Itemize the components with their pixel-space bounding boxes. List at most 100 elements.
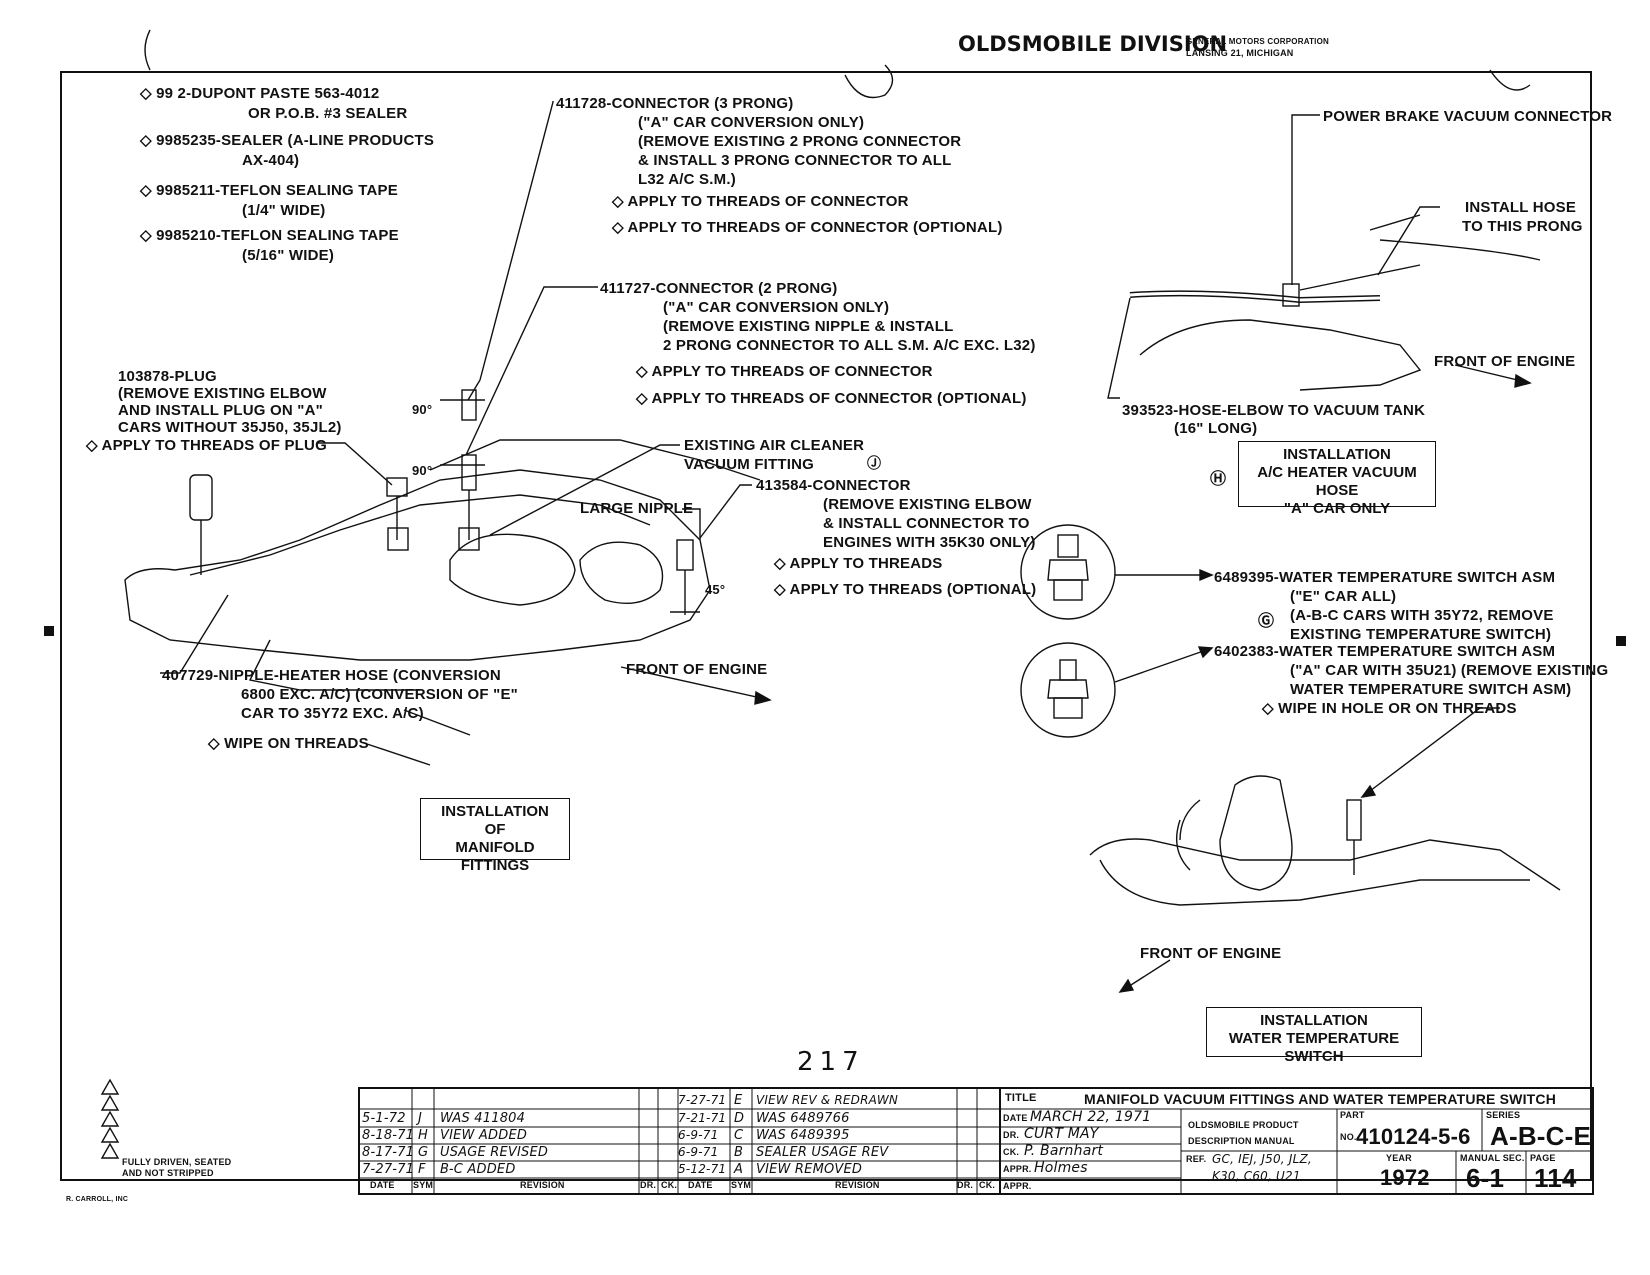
leader-wipe-threads	[366, 743, 431, 766]
callout-existing-air-l1: EXISTING AIR CLEANER	[684, 437, 865, 454]
connector-nut	[458, 527, 480, 551]
plug-fitting	[189, 474, 213, 521]
ref-line-1: GC, IEJ, J50, JLZ,	[1212, 1152, 1312, 1166]
leader-393523	[1107, 297, 1131, 399]
rev-left-sym-j: J	[418, 1111, 423, 1126]
rev-left-text-j: WAS 411804	[440, 1111, 526, 1126]
callout-393523-l1: (16" LONG)	[1174, 420, 1258, 437]
callout-6402383-s: ◇ WIPE IN HOLE OR ON THREADS	[1262, 700, 1517, 717]
callout-411728-l1: ("A" CAR CONVERSION ONLY)	[638, 114, 865, 131]
rev-right-date-e: 7-27-71	[678, 1093, 727, 1107]
callout-103878-h: ◇ APPLY TO THREADS OF PLUG	[86, 437, 327, 454]
switch-circle-6489395	[1020, 524, 1116, 620]
title-block	[999, 1087, 1594, 1195]
series-value: A-B-C-E	[1490, 1121, 1592, 1151]
leader-413584	[699, 484, 752, 539]
callout-411727-e: ◇ APPLY TO THREADS OF CONNECTOR	[636, 363, 933, 380]
year-value: 1972	[1380, 1165, 1430, 1190]
arrowhead-wipe-hole	[1360, 784, 1377, 798]
engine-front-outline	[1089, 838, 1561, 906]
part-number: 410124-5-6	[1356, 1124, 1471, 1149]
callout-103878-title: 103878-PLUG	[118, 368, 217, 385]
rev-right-sym-e: E	[734, 1093, 743, 1108]
callout-6489395-title: 6489395-WATER TEMPERATURE SWITCH ASM	[1214, 569, 1556, 586]
series-label: SERIES	[1486, 1110, 1521, 1120]
callout-6402383-title: 6402383-WATER TEMPERATURE SWITCH ASM	[1214, 643, 1556, 660]
switch-6402383-tip	[1059, 659, 1077, 681]
rev-left-sym-g: G	[418, 1145, 429, 1160]
manifold-right-outline	[1139, 214, 1541, 391]
rev-right-text-e: VIEW REV & REDRAWN	[756, 1093, 899, 1107]
callout-411727-l2: (REMOVE EXISTING NIPPLE & INSTALL	[663, 318, 954, 335]
part-no-label: NO.	[1340, 1132, 1357, 1142]
callout-6402383-l1: ("A" CAR WITH 35U21) (REMOVE EXISTING	[1290, 662, 1609, 679]
rev-left-date-f: 7-27-71	[362, 1162, 415, 1177]
title-label: TITLE	[1005, 1092, 1037, 1104]
callout-103878-l3: CARS WITHOUT 35J50, 35JL2)	[118, 419, 342, 436]
legend-item-e: ◇ 99 2-DUPONT PASTE 563-4012	[140, 85, 380, 102]
leader-103878-plug	[318, 442, 393, 486]
switch-6489395-tip	[1057, 534, 1079, 558]
approved-label: APPR.	[1003, 1164, 1032, 1174]
rev-header-date-right: DATE	[688, 1180, 713, 1190]
rev-header-dr-right: DR.	[957, 1180, 974, 1190]
switch-6402383-hex	[1047, 679, 1089, 699]
callout-large-nipple: LARGE NIPPLE	[580, 500, 694, 517]
page-label: PAGE	[1530, 1153, 1556, 1163]
title-grid	[1001, 1108, 1592, 1193]
rev-right-text-a: VIEW REMOVED	[756, 1162, 863, 1177]
rev-header-ck-right: CK.	[979, 1180, 996, 1190]
rev-header-dr-left: DR.	[640, 1180, 657, 1190]
callout-103878-l2: AND INSTALL PLUG ON "A"	[118, 402, 323, 419]
callout-6489395-l3: EXISTING TEMPERATURE SWITCH)	[1290, 626, 1552, 643]
drawn-label: DR.	[1003, 1130, 1020, 1140]
callout-411727-l1: ("A" CAR CONVERSION ONLY)	[663, 299, 890, 316]
callout-103878-l1: (REMOVE EXISTING ELBOW	[118, 385, 327, 402]
rev-left-text-g: USAGE REVISED	[440, 1145, 549, 1160]
label-front-engine-mid: FRONT OF ENGINE	[626, 661, 768, 678]
manifold-carb-hole-2	[579, 541, 664, 604]
callout-411727-l3: 2 PRONG CONNECTOR TO ALL S.M. A/C EXC. L…	[663, 337, 1036, 354]
rev-right-sym-c: C	[734, 1128, 744, 1143]
callout-existing-air-l2: VACUUM FITTING	[684, 456, 815, 473]
punch-hole-center	[844, 64, 894, 99]
callout-411728-l3: & INSTALL 3 PRONG CONNECTOR TO ALL	[638, 152, 952, 169]
rev-header-revision-right: REVISION	[835, 1180, 880, 1190]
punch-hole-left	[144, 29, 151, 71]
arrow-front-engine-mid	[620, 666, 771, 701]
label-front-engine-right: FRONT OF ENGINE	[1434, 353, 1576, 370]
connector-3prong	[461, 389, 477, 421]
rev-right-sym-b: B	[734, 1145, 744, 1160]
plug-103878-nut	[387, 527, 409, 551]
manifold-back-edge	[429, 439, 761, 481]
product-line-2: DESCRIPTION MANUAL	[1188, 1136, 1295, 1146]
leader-411728	[467, 101, 554, 401]
hose-elbow-inner	[1129, 291, 1381, 302]
callout-411728-m: ◇ APPLY TO THREADS OF CONNECTOR (OPTIONA…	[612, 219, 1003, 236]
punch-hole-right	[1489, 69, 1531, 91]
legend-item-g: ◇ 9985235-SEALER (A-LINE PRODUCTS	[140, 132, 435, 149]
legend-item-h: ◇ 9985211-TEFLON SEALING TAPE	[140, 182, 398, 199]
date-label: DATE	[1003, 1113, 1028, 1123]
connector-2prong	[461, 454, 477, 491]
product-line-1: OLDSMOBILE PRODUCT	[1188, 1120, 1299, 1130]
callout-407729-l1: 6800 EXC. A/C) (CONVERSION OF "E"	[241, 686, 518, 703]
corp-line-2: LANSING 21, MICHIGAN	[1186, 48, 1294, 58]
housing-pipe	[1176, 799, 1201, 871]
leader-existing-air	[489, 444, 680, 536]
legend-item-m-line2: (5/16" WIDE)	[242, 247, 335, 264]
revision-grid	[360, 1089, 999, 1193]
connector-413584	[676, 539, 694, 571]
legend-item-e-line2: OR P.O.B. #3 SEALER	[248, 105, 408, 122]
margin-mark-left	[44, 626, 54, 636]
angle-90-bottom: 90°	[412, 463, 433, 478]
rev-left-date-j: 5-1-72	[362, 1111, 406, 1126]
switch-6489395-thread	[1053, 579, 1083, 601]
page-value: 114	[1534, 1163, 1577, 1193]
leader-install-hose	[1377, 206, 1440, 276]
callout-413584-l3: ENGINES WITH 35K30 ONLY)	[823, 534, 1036, 551]
arrowhead-bottom	[1118, 978, 1135, 993]
rev-header-sym-right: SYM	[731, 1180, 752, 1190]
